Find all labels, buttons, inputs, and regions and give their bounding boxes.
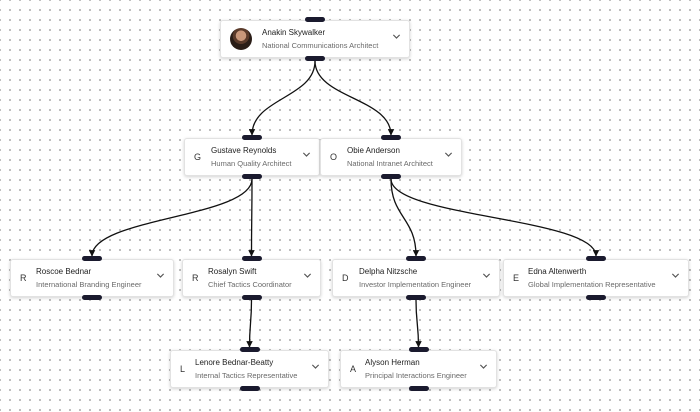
node-role: National Intranet Architect: [347, 159, 433, 168]
chevron-down-icon[interactable]: [671, 271, 680, 280]
node-name: Delpha Nitzsche: [359, 267, 418, 276]
chevron-down-icon[interactable]: [482, 271, 491, 280]
node-role: Global Implementation Representative: [528, 280, 656, 289]
node-handle-bottom[interactable]: [586, 295, 606, 300]
node-initial: D: [342, 273, 349, 283]
node-handle-bottom[interactable]: [381, 174, 401, 179]
node-handle-bottom[interactable]: [408, 386, 429, 391]
chevron-down-icon[interactable]: [303, 271, 312, 280]
chevron-down-icon[interactable]: [479, 362, 488, 371]
node-handle-bottom[interactable]: [239, 386, 260, 391]
node-role: Internal Tactics Representative: [195, 371, 298, 380]
node-initial: R: [192, 273, 199, 283]
edge-gustave-roscoe: [88, 178, 253, 257]
chevron-down-icon[interactable]: [444, 150, 453, 159]
node-initial: L: [180, 364, 186, 374]
edge-delpha-alyson: [415, 299, 422, 348]
node-name: Obie Anderson: [347, 146, 400, 155]
node-name: Alyson Herman: [365, 358, 420, 367]
node-name: Lenore Bednar-Beatty: [195, 358, 274, 367]
node-handle-top[interactable]: [242, 135, 262, 140]
edge-anakin-obie: [314, 60, 395, 136]
node-role: International Branding Engineer: [36, 280, 142, 289]
node-name: Edna Altenwerth: [528, 267, 587, 276]
node-name: Gustave Reynolds: [211, 146, 277, 155]
edge-obie-edna: [390, 178, 600, 257]
node-handle-top[interactable]: [82, 256, 102, 261]
edge-obie-delpha: [390, 178, 420, 257]
node-handle-bottom[interactable]: [305, 56, 325, 61]
node-handle-top[interactable]: [305, 17, 325, 22]
avatar: [230, 28, 252, 50]
node-handle-bottom[interactable]: [242, 174, 262, 179]
node-role: Principal Interactions Engineer: [365, 371, 467, 380]
node-handle-bottom[interactable]: [241, 295, 262, 300]
node-name: Roscoe Bednar: [36, 267, 92, 276]
node-handle-top[interactable]: [241, 256, 262, 261]
chevron-down-icon[interactable]: [392, 32, 401, 41]
chevron-down-icon[interactable]: [302, 150, 311, 159]
node-initial: O: [330, 152, 338, 162]
edge-gustave-rosalyn: [248, 178, 255, 257]
edge-rosalyn-lenore: [246, 299, 253, 348]
node-handle-bottom[interactable]: [406, 295, 426, 300]
node-handle-bottom[interactable]: [82, 295, 102, 300]
node-handle-top[interactable]: [408, 347, 429, 352]
node-role: Chief Tactics Coordinator: [208, 280, 292, 289]
node-name: Anakin Skywalker: [262, 28, 326, 37]
chevron-down-icon[interactable]: [311, 362, 320, 371]
node-handle-top[interactable]: [381, 135, 401, 140]
edge-anakin-gustave: [248, 60, 316, 136]
node-handle-top[interactable]: [586, 256, 606, 261]
node-handle-top[interactable]: [406, 256, 426, 261]
node-initial: E: [513, 273, 520, 283]
chevron-down-icon[interactable]: [156, 271, 165, 280]
node-role: Human Quality Architect: [211, 159, 292, 168]
node-name: Rosalyn Swift: [208, 267, 257, 276]
node-initial: A: [350, 364, 357, 374]
node-initial: G: [194, 152, 202, 162]
node-initial: R: [20, 273, 27, 283]
node-role: Investor Implementation Engineer: [359, 280, 472, 289]
node-role: National Communications Architect: [262, 41, 379, 50]
node-handle-top[interactable]: [239, 347, 260, 352]
